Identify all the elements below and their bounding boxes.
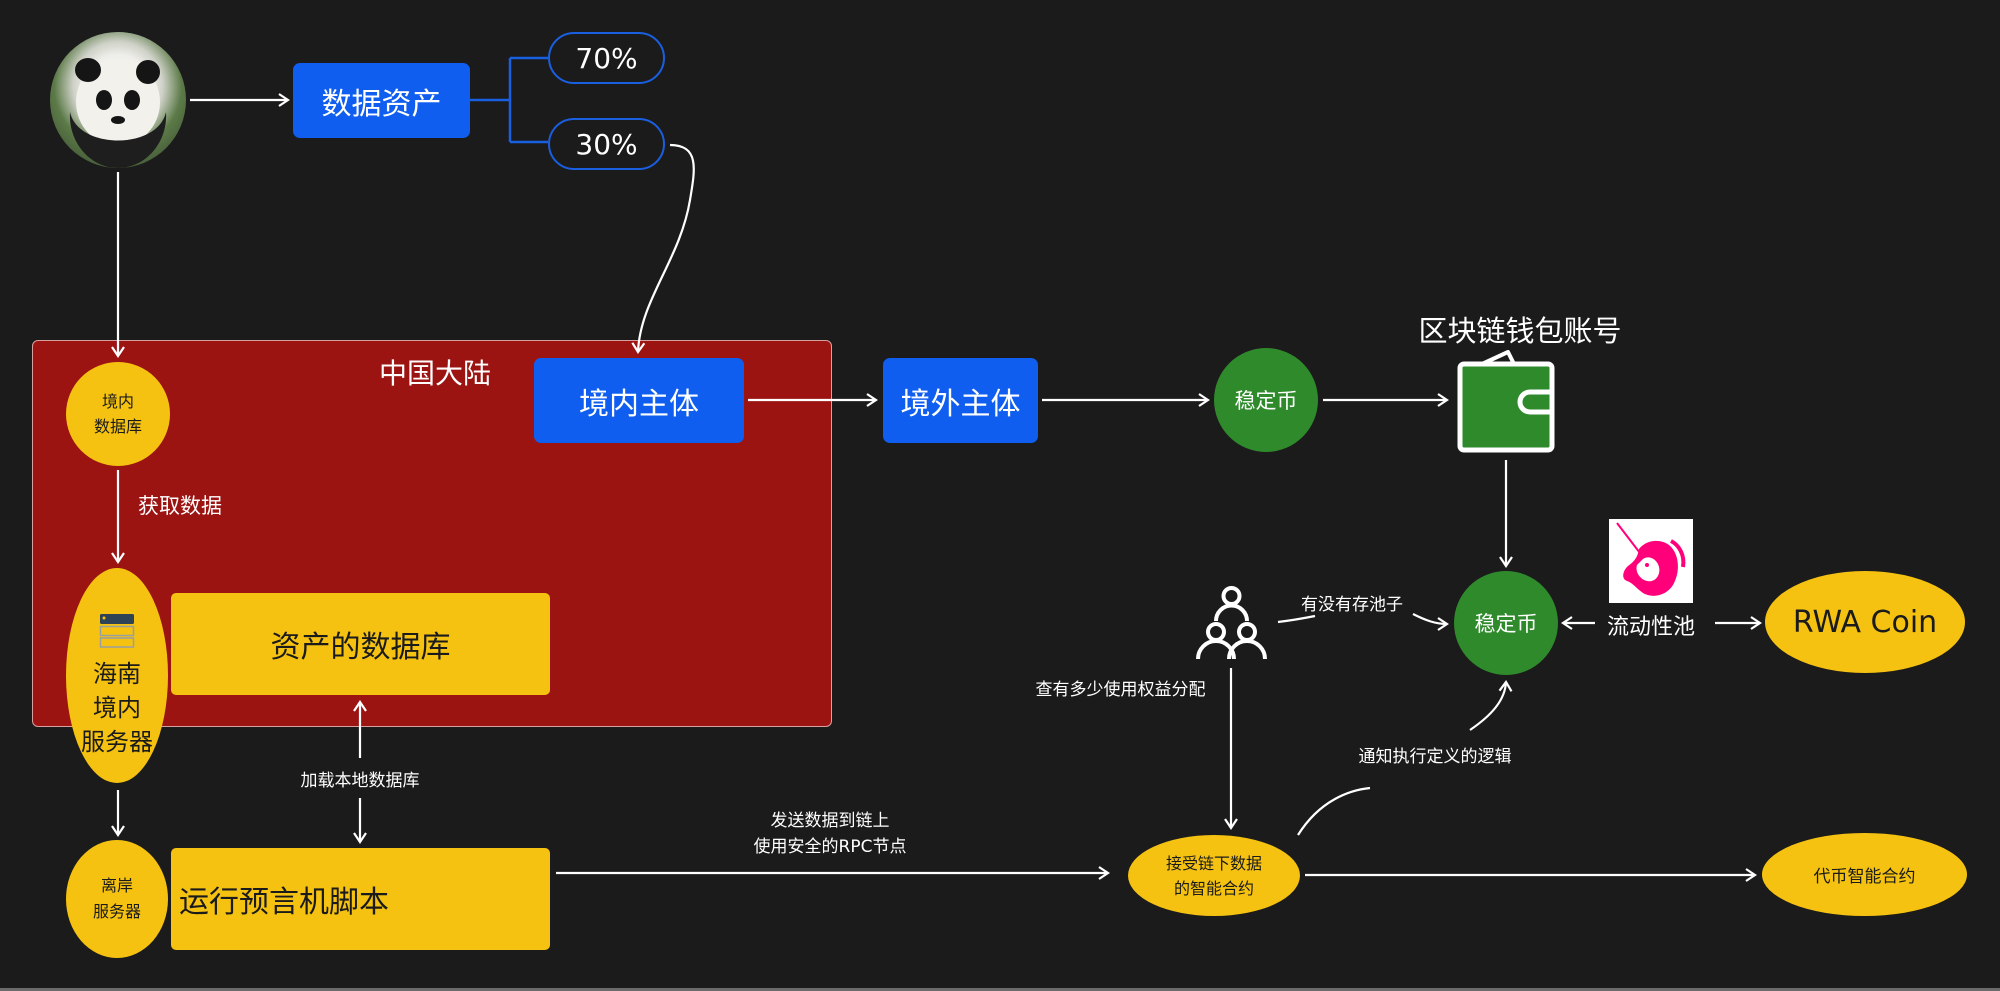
- wallet-icon[interactable]: [1452, 350, 1558, 454]
- domestic-db-line-2: 数据库: [93, 417, 142, 436]
- share-30-node[interactable]: 30%: [548, 118, 665, 170]
- hainan-line-1: 海南: [93, 659, 141, 688]
- offchain-contract-line-1: 接受链下数据: [1165, 853, 1262, 873]
- offchain-contract-line-2: 的智能合约: [1173, 878, 1254, 898]
- fetch-data-label: 获取数据: [138, 494, 222, 518]
- liquidity-pool-label: 流动性池: [1606, 615, 1695, 640]
- hainan-line-2: 境内: [93, 693, 141, 722]
- edge-contract-to-stablecoin2: [1297, 786, 1371, 836]
- load-local-db-label: 加载本地数据库: [300, 771, 420, 791]
- has-pool-label: 有没有存池子: [1301, 595, 1403, 615]
- offchain-contract-node[interactable]: 接受链下数据 的智能合约: [1128, 835, 1300, 916]
- user-group-icon[interactable]: [1194, 585, 1269, 660]
- notify-logic-label: 通知执行定义的逻辑: [1358, 747, 1512, 767]
- region-title: 中国大陆: [378, 357, 491, 390]
- share-70-node[interactable]: 70%: [548, 32, 665, 84]
- domestic-entity-node[interactable]: 境内主体: [534, 358, 744, 443]
- data-asset-node[interactable]: 数据资产: [293, 63, 470, 138]
- offshore-server-node[interactable]: 离岸 服务器: [66, 840, 168, 958]
- check-rights-label: 查有多少使用权益分配: [1035, 680, 1206, 700]
- panda-avatar: [50, 32, 186, 168]
- send-onchain-line-1: 发送数据到链上: [770, 811, 890, 831]
- hainan-line-3: 服务器: [81, 727, 153, 756]
- edge-contract-to-stablecoin2-tail: [1469, 680, 1513, 731]
- oracle-script-node[interactable]: 运行预言机脚本: [171, 848, 550, 950]
- server-icon: [99, 613, 135, 648]
- stablecoin-node-1[interactable]: 稳定币: [1214, 348, 1318, 452]
- hainan-server-node[interactable]: 海南 境内 服务器: [66, 568, 168, 783]
- panda-icon: [69, 58, 167, 168]
- domestic-db-node[interactable]: 境内 数据库: [66, 362, 170, 466]
- tree-connector: [470, 56, 548, 144]
- asset-db-node[interactable]: 资产的数据库: [171, 593, 550, 695]
- domestic-db-line-1: 境内: [101, 392, 134, 411]
- wallet-title: 区块链钱包账号: [1418, 314, 1622, 348]
- edge-30-to-domestic-entity: [631, 143, 695, 354]
- uniswap-unicorn-icon: [1609, 519, 1693, 603]
- offshore-line-2: 服务器: [92, 902, 141, 921]
- bottom-border: [0, 988, 2000, 991]
- send-onchain-line-2: 使用安全的RPC节点: [753, 837, 907, 857]
- overseas-entity-node[interactable]: 境外主体: [883, 358, 1038, 443]
- edge-group-to-stablecoin2-tail: [1412, 613, 1449, 631]
- token-contract-node[interactable]: 代币智能合约: [1762, 833, 1967, 916]
- unicorn-glyph: [1616, 522, 1686, 596]
- stablecoin-node-2[interactable]: 稳定币: [1454, 571, 1558, 675]
- send-onchain-label: 发送数据到链上 使用安全的RPC节点: [730, 808, 930, 860]
- offshore-line-1: 离岸: [100, 876, 133, 895]
- edge-group-to-stablecoin2: [1277, 614, 1316, 624]
- rwa-coin-node[interactable]: RWA Coin: [1765, 571, 1965, 673]
